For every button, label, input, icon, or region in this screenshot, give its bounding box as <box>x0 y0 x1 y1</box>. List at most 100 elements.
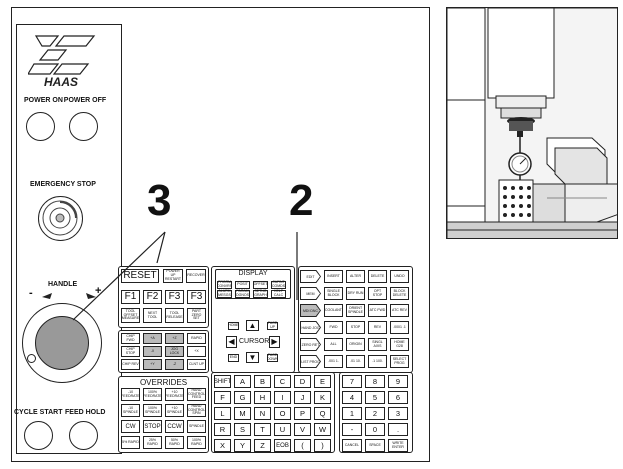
alpha-key-o[interactable]: O <box>274 407 291 420</box>
numpad-key-space[interactable]: SPACE <box>365 439 385 452</box>
jog-key-chip-fwd[interactable]: CHIP FWD <box>121 333 140 344</box>
mode-key-atc-rev[interactable]: ATC REV <box>390 304 409 317</box>
mode-key-01-10[interactable]: .01 10. <box>346 355 365 368</box>
jog-key-rapid[interactable]: RAPID <box>187 333 206 344</box>
numpad-key-4[interactable]: 4 <box>342 391 362 404</box>
page-down-key[interactable]: PAGE DOWN <box>266 353 279 362</box>
mode-key-select-prog[interactable]: SELECT PROG <box>390 355 409 368</box>
mode-key-singl-axis[interactable]: SINGL AXIS <box>368 338 387 351</box>
alpha-key-sym[interactable]: ( <box>294 439 311 452</box>
alpha-key-f[interactable]: F <box>214 391 231 404</box>
alpha-key-v[interactable]: V <box>294 423 311 436</box>
display-key-curnt-comds[interactable]: CURNT COMDS <box>271 280 286 289</box>
mode-key-coolant[interactable]: COOLANT <box>324 304 343 317</box>
mode-key-alter[interactable]: ALTER <box>346 270 365 283</box>
mode-key-fwd[interactable]: FWD <box>324 321 343 334</box>
jog-handle[interactable] <box>22 303 102 383</box>
emergency-stop-button[interactable] <box>38 196 83 241</box>
mode-key-zero-ret[interactable]: ZERO RET <box>300 338 321 351</box>
override-key-100-spindle[interactable]: 100% SPINDLE <box>143 404 162 417</box>
jog-key-chip-stop[interactable]: CHIP STOP <box>121 346 140 357</box>
f-key-1[interactable]: F1 <box>121 290 140 304</box>
mode-key-undo[interactable]: UNDO <box>390 270 409 283</box>
alpha-key-r[interactable]: R <box>214 423 231 436</box>
alpha-key-y[interactable]: Y <box>234 439 251 452</box>
numpad-key-sym[interactable]: - <box>342 423 362 436</box>
mode-key-dry-run[interactable]: DRY RUN <box>346 287 365 300</box>
alpha-key-a[interactable]: A <box>234 375 251 388</box>
alpha-key-g[interactable]: G <box>234 391 251 404</box>
override-key-10-spindle[interactable]: +10 SPINDLE <box>165 404 184 417</box>
cursor-up-key[interactable]: ▲ <box>246 320 259 331</box>
power-up-restart-key[interactable]: POWER UP RESTART <box>163 269 183 283</box>
cycle-start-button[interactable] <box>24 421 53 450</box>
override-key-100-rapid[interactable]: 100% RAPID <box>187 436 206 449</box>
alpha-key-k[interactable]: K <box>314 391 331 404</box>
jog-key-x[interactable]: -X <box>143 346 162 357</box>
numpad-key-sym[interactable]: . <box>388 423 408 436</box>
mode-key-list-prog[interactable]: LIST PROG <box>300 355 321 368</box>
jog-key-clnt-up[interactable]: CLNT UP <box>187 359 206 370</box>
alpha-key-c[interactable]: C <box>274 375 291 388</box>
alpha-key-h[interactable]: H <box>254 391 271 404</box>
override-key-stop[interactable]: STOP <box>143 420 162 433</box>
mode-key-origin[interactable]: ORIGIN <box>346 338 365 351</box>
alpha-key-n[interactable]: N <box>254 407 271 420</box>
jog-key-a[interactable]: +A <box>143 333 162 344</box>
cursor-left-key[interactable]: ◀ <box>226 336 237 348</box>
display-key-posit[interactable]: POSIT <box>235 281 250 289</box>
cursor-down-key[interactable]: ▼ <box>246 352 259 363</box>
override-key-cw[interactable]: CW <box>121 420 140 433</box>
override-key-50-rapid[interactable]: 50% RAPID <box>165 436 184 449</box>
numpad-key-3[interactable]: 3 <box>388 407 408 420</box>
mode-key-mdi-dnc[interactable]: MDI DNC <box>300 304 321 317</box>
jog-key-z[interactable]: +Z <box>165 333 184 344</box>
jog-key-chip-rev[interactable]: CHIP REV <box>121 359 140 370</box>
alpha-key-t[interactable]: T <box>254 423 271 436</box>
cursor-right-key[interactable]: ▶ <box>269 336 280 348</box>
alpha-key-j[interactable]: J <box>294 391 311 404</box>
recover-key[interactable]: RECOVER <box>186 269 206 283</box>
mode-key-opt-stop[interactable]: OPT STOP <box>368 287 387 300</box>
alpha-key-q[interactable]: Q <box>314 407 331 420</box>
f-key-2[interactable]: F2 <box>143 290 162 304</box>
override-key-25-rapid[interactable]: 25% RAPID <box>143 436 162 449</box>
home-key[interactable]: HOME <box>228 322 239 330</box>
alpha-key-s[interactable]: S <box>234 423 251 436</box>
mode-key-atc-fwd[interactable]: ATC FWD <box>368 304 387 317</box>
display-key-param-dgnos[interactable]: PARAM DGNOS <box>235 289 250 298</box>
mode-key-edit[interactable]: EDIT <box>300 270 321 283</box>
reset-key[interactable]: RESET <box>121 269 159 283</box>
alpha-key-x[interactable]: X <box>214 439 231 452</box>
alpha-key-m[interactable]: M <box>234 407 251 420</box>
override-key-5-rapid[interactable]: 5% RAPID <box>121 436 140 449</box>
page-up-key[interactable]: PAGE UP <box>267 321 278 330</box>
alpha-key-e[interactable]: E <box>314 375 331 388</box>
numpad-key-write-enter[interactable]: WRITE ENTER <box>388 439 408 452</box>
tool-key-part-zero-set[interactable]: PART ZERO SET <box>187 308 206 323</box>
mode-key-insert[interactable]: INSERT <box>324 270 343 283</box>
override-key-10-feedrate[interactable]: -10 FEEDRATE <box>121 388 140 401</box>
jog-key-x[interactable]: +X <box>187 346 206 357</box>
alpha-key-p[interactable]: P <box>294 407 311 420</box>
alpha-key-z[interactable]: Z <box>254 439 271 452</box>
alpha-key-d[interactable]: D <box>294 375 311 388</box>
display-key-alarm-mesgs[interactable]: ALARM MESGS <box>217 289 232 298</box>
display-key-prgrm-convrs[interactable]: PRGRM CONVRS <box>217 280 232 289</box>
mode-key-single-block[interactable]: SINGLE BLOCK <box>324 287 343 300</box>
numpad-key-cancel[interactable]: CANCEL <box>342 439 362 452</box>
display-key-help-calc[interactable]: HELP CALC <box>271 289 286 298</box>
mode-key-stop[interactable]: STOP <box>346 321 365 334</box>
display-key-setng-graph[interactable]: SETNG GRAPH <box>253 289 268 298</box>
mode-key-block-delete[interactable]: BLOCK DELETE <box>390 287 409 300</box>
tool-key-tool-offset-measure[interactable]: TOOL OFFSET MEASURE <box>121 308 140 323</box>
power-on-button[interactable] <box>26 112 55 141</box>
override-key-10-spindle[interactable]: -10 SPINDLE <box>121 404 140 417</box>
mode-key-all[interactable]: ALL <box>324 338 343 351</box>
alpha-key-w[interactable]: W <box>314 423 331 436</box>
mode-key-rev[interactable]: REV <box>368 321 387 334</box>
numpad-key-9[interactable]: 9 <box>388 375 408 388</box>
numpad-key-0[interactable]: 0 <box>365 423 385 436</box>
tool-key-tool-release[interactable]: TOOL RELEASE <box>165 308 184 323</box>
mode-key-1-100[interactable]: .1 100. <box>368 355 387 368</box>
